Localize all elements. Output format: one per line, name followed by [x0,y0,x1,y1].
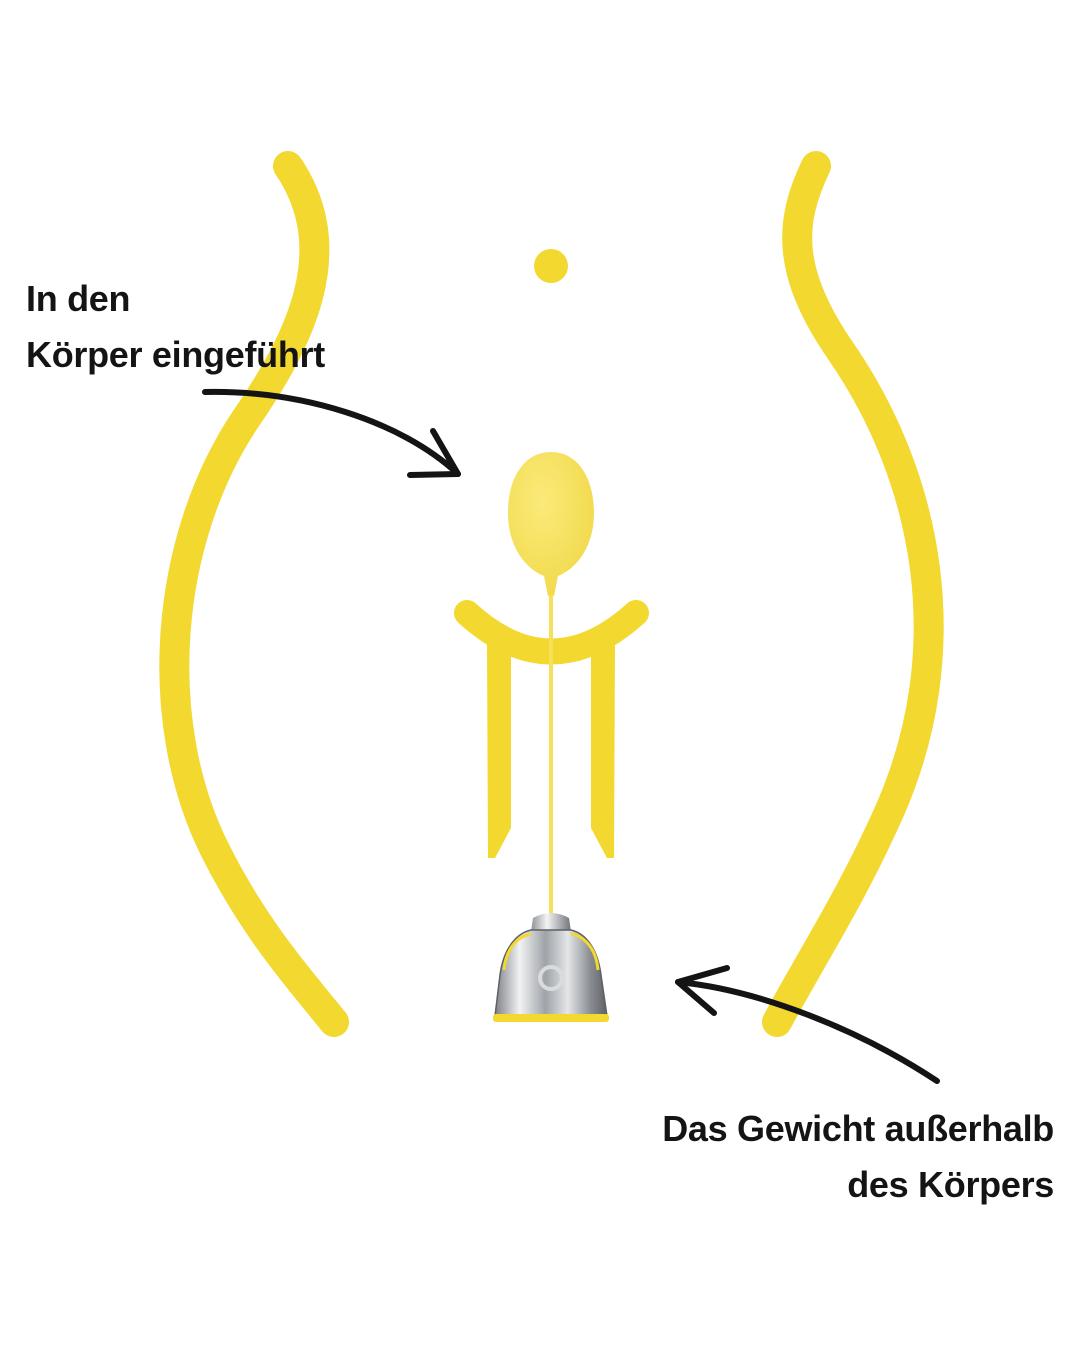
right-pelvic-leg [591,640,615,858]
label-inserted-line1: In den [26,278,131,319]
label-weight-line1: Das Gewicht außerhalb [662,1108,1054,1149]
egg-icon [508,452,594,596]
label-weight-line2: des Körpers [847,1164,1054,1205]
label-weight: Das Gewicht außerhalb des Körpers [662,1101,1054,1213]
left-pelvic-leg [487,640,511,858]
label-inserted: In den Körper eingeführt [26,271,325,383]
label-inserted-line2: Körper eingeführt [26,334,325,375]
arrow-weight [675,965,940,1084]
left-hip-curve [159,151,349,1037]
metal-bell-weight-icon [493,913,609,1022]
arrow-inserted [202,388,461,478]
navel-dot [534,249,568,283]
right-hip-curve [762,151,944,1037]
